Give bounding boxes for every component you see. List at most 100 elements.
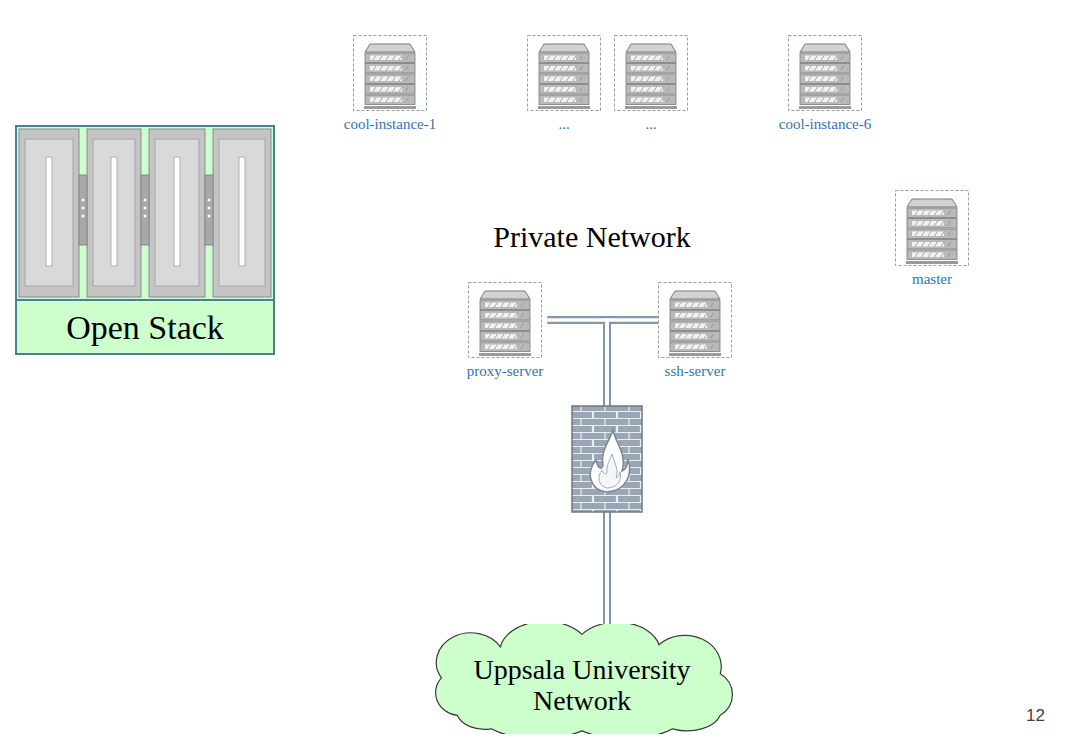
indicator-dot [144, 207, 147, 210]
server-vent [457, 87, 489, 92]
server-cap [907, 199, 957, 207]
node-label: proxy-server [467, 363, 544, 380]
node-label: cool-instance-6 [779, 116, 871, 133]
server-base [669, 353, 721, 356]
vent-slash [514, 345, 517, 350]
server-node: cool-instance-6 [775, 35, 875, 133]
vent-slash [406, 56, 409, 61]
vent-slash [747, 98, 750, 103]
vent-slash [691, 313, 694, 318]
vent-slash [741, 77, 744, 82]
vent-slash [741, 66, 744, 71]
server-slab [626, 85, 676, 95]
server-slab [907, 250, 957, 260]
vent-slash [915, 232, 918, 237]
vent-slash [721, 98, 724, 103]
vent-slash [754, 66, 757, 71]
vent-slash [460, 66, 463, 71]
server-vent [631, 87, 663, 92]
server-slab [452, 53, 502, 63]
vent-slash [514, 313, 517, 318]
vent-slash [821, 87, 824, 92]
vent-slash [728, 56, 731, 61]
vent-slash [488, 313, 491, 318]
vent-slash [493, 87, 496, 92]
server-slab [670, 300, 720, 310]
vent-slash [493, 98, 496, 103]
server-vent [370, 56, 402, 61]
vent-slash [698, 324, 701, 329]
server-slab [907, 240, 957, 250]
server-vent [485, 324, 517, 329]
vent-slash [554, 56, 557, 61]
vent-slash [567, 87, 570, 92]
flame [590, 430, 629, 492]
vent-slash [654, 66, 657, 71]
server-node: ... [614, 35, 688, 133]
band-divider [16, 299, 274, 301]
vent-slash [660, 87, 663, 92]
vent-slash [660, 77, 663, 82]
vent-slash [393, 66, 396, 71]
vent-slash [678, 324, 681, 329]
vent-slash [667, 56, 670, 61]
server-cap [670, 291, 720, 299]
vent-slash [698, 345, 701, 350]
vent-slash [460, 98, 463, 103]
vent-slash [808, 98, 811, 103]
cabinet [213, 129, 271, 297]
vent-slash [399, 87, 402, 92]
vent-slash [554, 66, 557, 71]
vent-slash [514, 334, 517, 339]
vent-slash [488, 324, 491, 329]
vent-slash [460, 87, 463, 92]
vent-slash [386, 87, 389, 92]
vent-slash [567, 98, 570, 103]
server-cap [713, 44, 763, 52]
server-vent [718, 77, 750, 82]
vent-slash [634, 98, 637, 103]
vent-slash [406, 66, 409, 71]
vent-slash [741, 87, 744, 92]
vent-slash [634, 87, 637, 92]
vent-slash [935, 253, 938, 258]
vent-slash [841, 77, 844, 82]
vent-slash [828, 66, 831, 71]
vent-slash [948, 242, 951, 247]
vent-slash [580, 66, 583, 71]
vent-slash [685, 324, 688, 329]
vent-slash [685, 345, 688, 350]
vent-slash [928, 253, 931, 258]
vent-slash [698, 334, 701, 339]
vent-slash [467, 98, 470, 103]
icon-frame [354, 36, 427, 111]
vent-slash [704, 324, 707, 329]
server-slab [452, 85, 502, 95]
server-slab [800, 53, 850, 63]
icon-frame [896, 191, 969, 266]
server-node: master [895, 190, 969, 288]
server-vent [912, 253, 944, 258]
icon-frame [789, 36, 862, 111]
indicator-dot [144, 199, 147, 202]
server-vent [485, 345, 517, 350]
vent-slash [641, 77, 644, 82]
vent-slash [386, 77, 389, 82]
vent-slash [373, 87, 376, 92]
vent-slash [560, 98, 563, 103]
cabinet-joint [141, 175, 149, 245]
icon-frame [441, 36, 514, 111]
vent-slash [373, 66, 376, 71]
vent-slash [554, 87, 557, 92]
server-slab [800, 64, 850, 74]
server-base [364, 106, 416, 109]
vent-slash [941, 221, 944, 226]
vent-slash [834, 66, 837, 71]
vent-slash [808, 77, 811, 82]
vent-slash [473, 77, 476, 82]
vent-slash [507, 313, 510, 318]
vent-slash [494, 303, 497, 308]
vent-slash [386, 56, 389, 61]
vent-slash [828, 56, 831, 61]
icon-frame [468, 283, 541, 358]
